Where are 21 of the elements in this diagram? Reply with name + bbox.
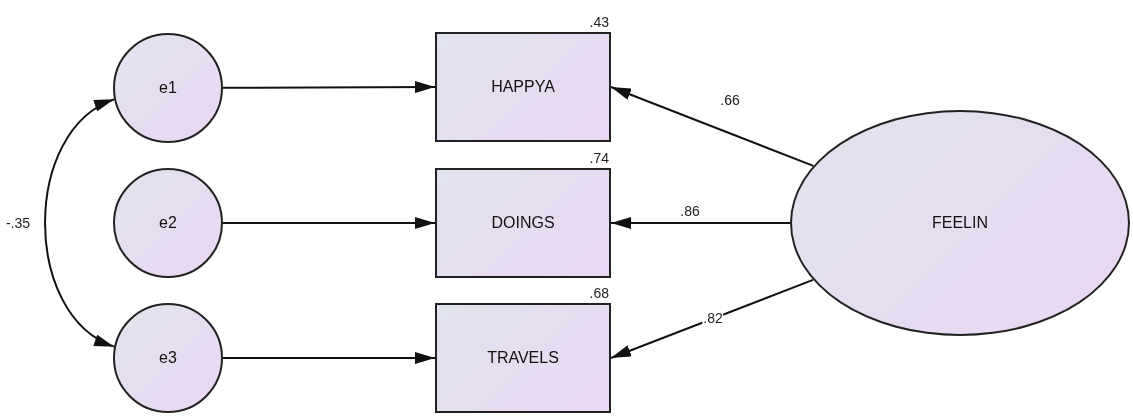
edge-label: .82	[702, 310, 724, 326]
edge-label: .86	[679, 203, 701, 219]
r-squared-value: .43	[589, 14, 609, 30]
node-label: HAPPYA	[491, 78, 555, 96]
node-label: e2	[159, 214, 177, 232]
covariance-arrow	[44, 98, 116, 348]
arrow	[610, 217, 791, 229]
arrow	[610, 278, 815, 359]
node-label: TRAVELS	[487, 349, 559, 367]
node-label: e3	[159, 349, 177, 367]
edge-label: -.35	[4, 215, 32, 231]
edge-label: .66	[719, 92, 741, 108]
node-label: e1	[159, 79, 177, 97]
arrow	[222, 81, 436, 94]
arrow	[610, 86, 815, 167]
arrow	[222, 217, 436, 229]
r-squared-value: .68	[589, 285, 609, 301]
node-label: DOINGS	[491, 214, 555, 232]
r-squared-value: .74	[589, 150, 609, 166]
node-label: FEELIN	[932, 214, 988, 232]
arrow	[222, 352, 436, 364]
